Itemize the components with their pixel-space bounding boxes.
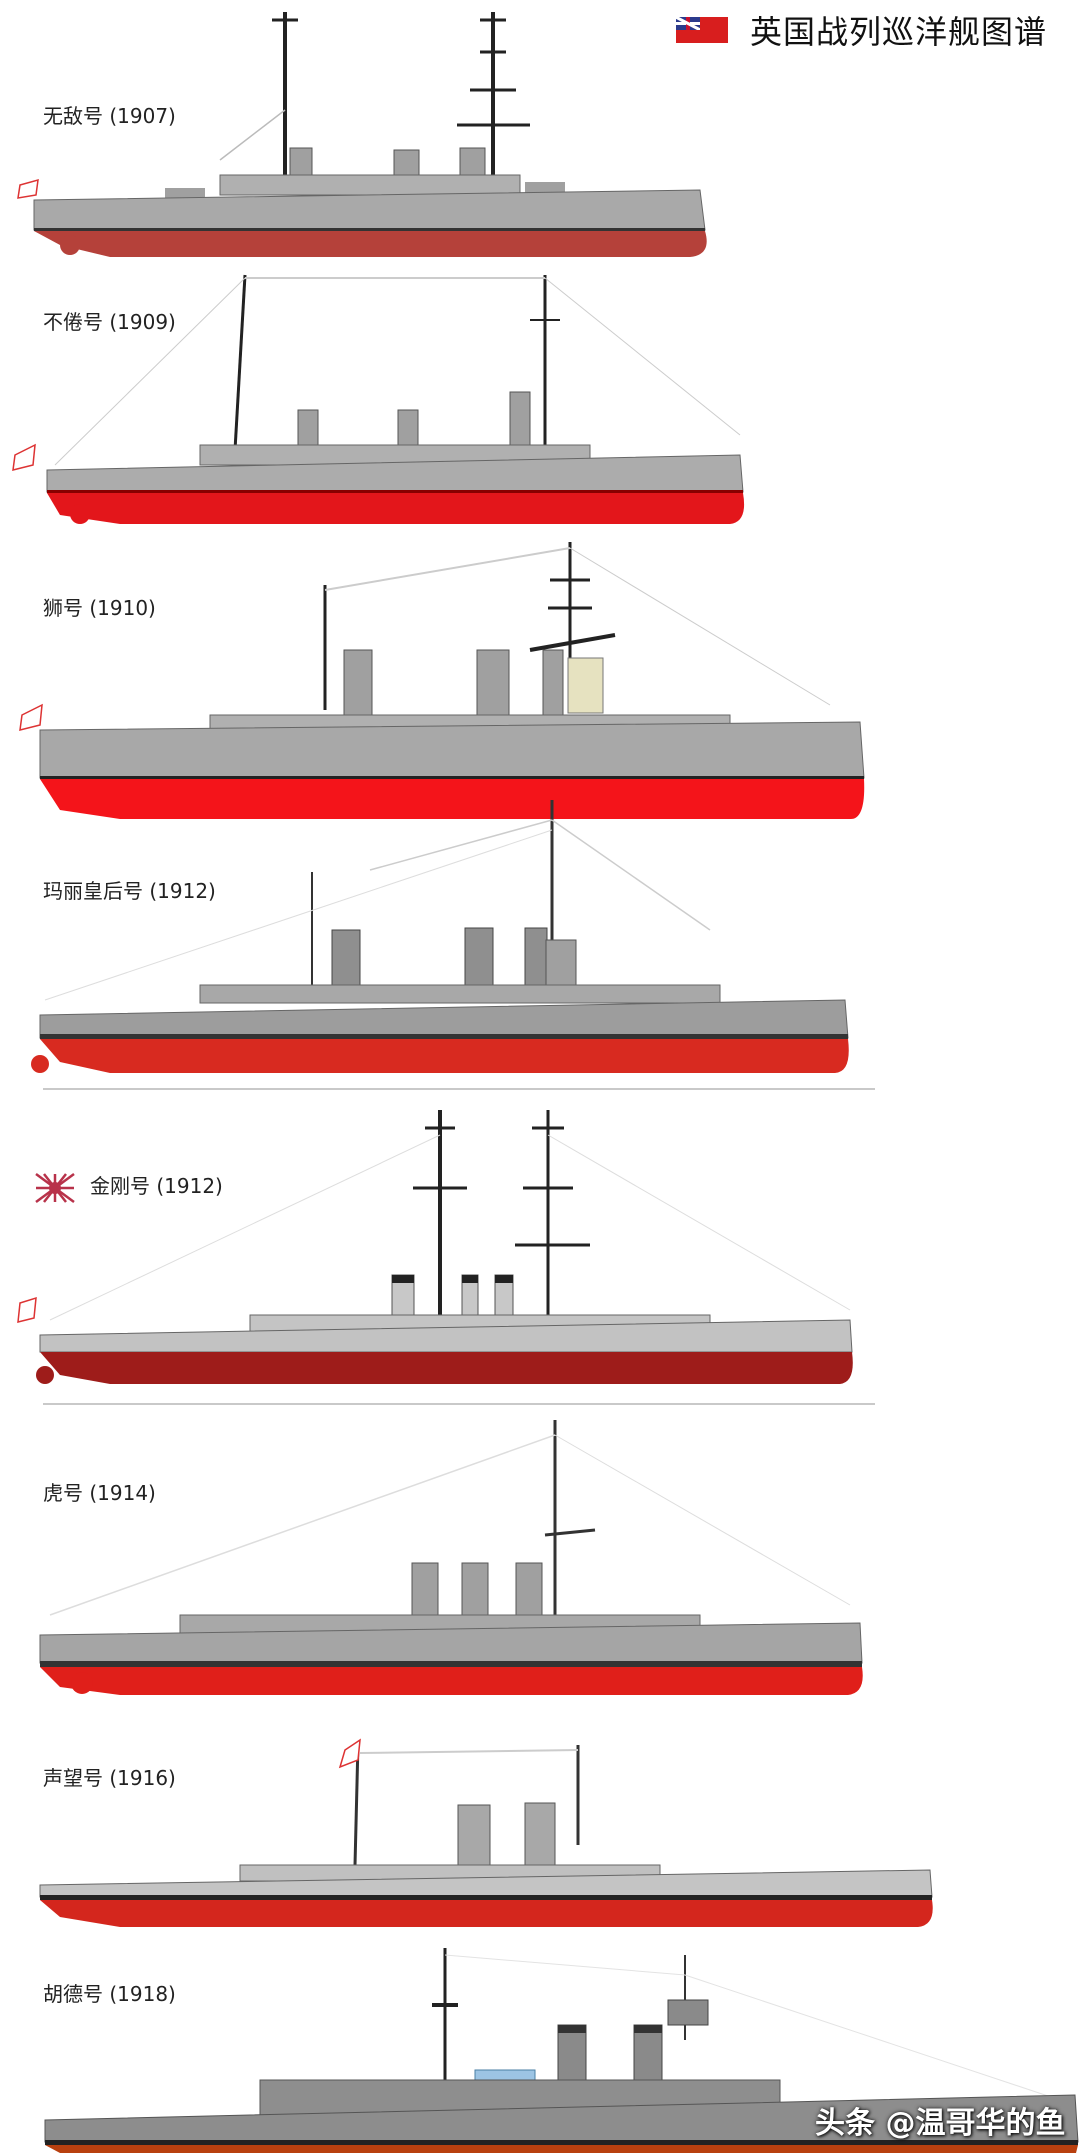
section-divider — [43, 1088, 875, 1090]
ship-invincible: 无敌号 (1907) — [0, 0, 1080, 270]
ship-profile-illustration — [12, 274, 745, 524]
ship-indefatigable: 不倦号 (1909) — [0, 270, 1080, 540]
ship-profile-illustration — [39, 1738, 933, 1927]
watermark: 头条 @温哥华的鱼 — [815, 2106, 1066, 2141]
ship-renown: 声望号 (1916) — [0, 1705, 1080, 1930]
ship-profile-illustration — [31, 800, 849, 1073]
ship-label: 胡德号 (1918) — [43, 1982, 176, 2006]
ship-label: 不倦号 (1909) — [43, 310, 176, 334]
title-text: 英国战列巡洋舰图谱 — [750, 13, 1048, 51]
red-ensign-flag-icon — [676, 17, 728, 43]
ship-label-text: 金刚号 (1912) — [90, 1174, 223, 1198]
ship-queen-mary: 玛丽皇后号 (1912) — [0, 800, 1080, 1090]
section-divider — [43, 1403, 875, 1405]
ship-profile-illustration — [19, 542, 865, 820]
ship-label: 声望号 (1916) — [43, 1766, 176, 1790]
rising-sun-flag-icon — [35, 1172, 75, 1203]
ship-lion: 狮号 (1910) — [0, 540, 1080, 820]
ship-label: 玛丽皇后号 (1912) — [43, 879, 216, 903]
ship-hood: 胡德号 (1918) — [0, 1930, 1080, 2153]
ship-profile-illustration — [44, 1948, 1079, 2153]
ship-kongo: 金刚号 (1912) — [0, 1090, 1080, 1400]
ship-profile-illustration — [39, 1420, 863, 1695]
ship-label: 无敌号 (1907) — [43, 104, 176, 128]
ship-profile-illustration — [17, 1110, 853, 1384]
ship-label: 金刚号 (1912) — [35, 1170, 223, 1203]
page-title: 英国战列巡洋舰图谱 — [676, 8, 1047, 52]
ship-label: 虎号 (1914) — [43, 1481, 156, 1505]
ship-tiger: 虎号 (1914) — [0, 1405, 1080, 1705]
ship-profile-illustration — [17, 12, 707, 257]
ship-label: 狮号 (1910) — [43, 596, 156, 620]
